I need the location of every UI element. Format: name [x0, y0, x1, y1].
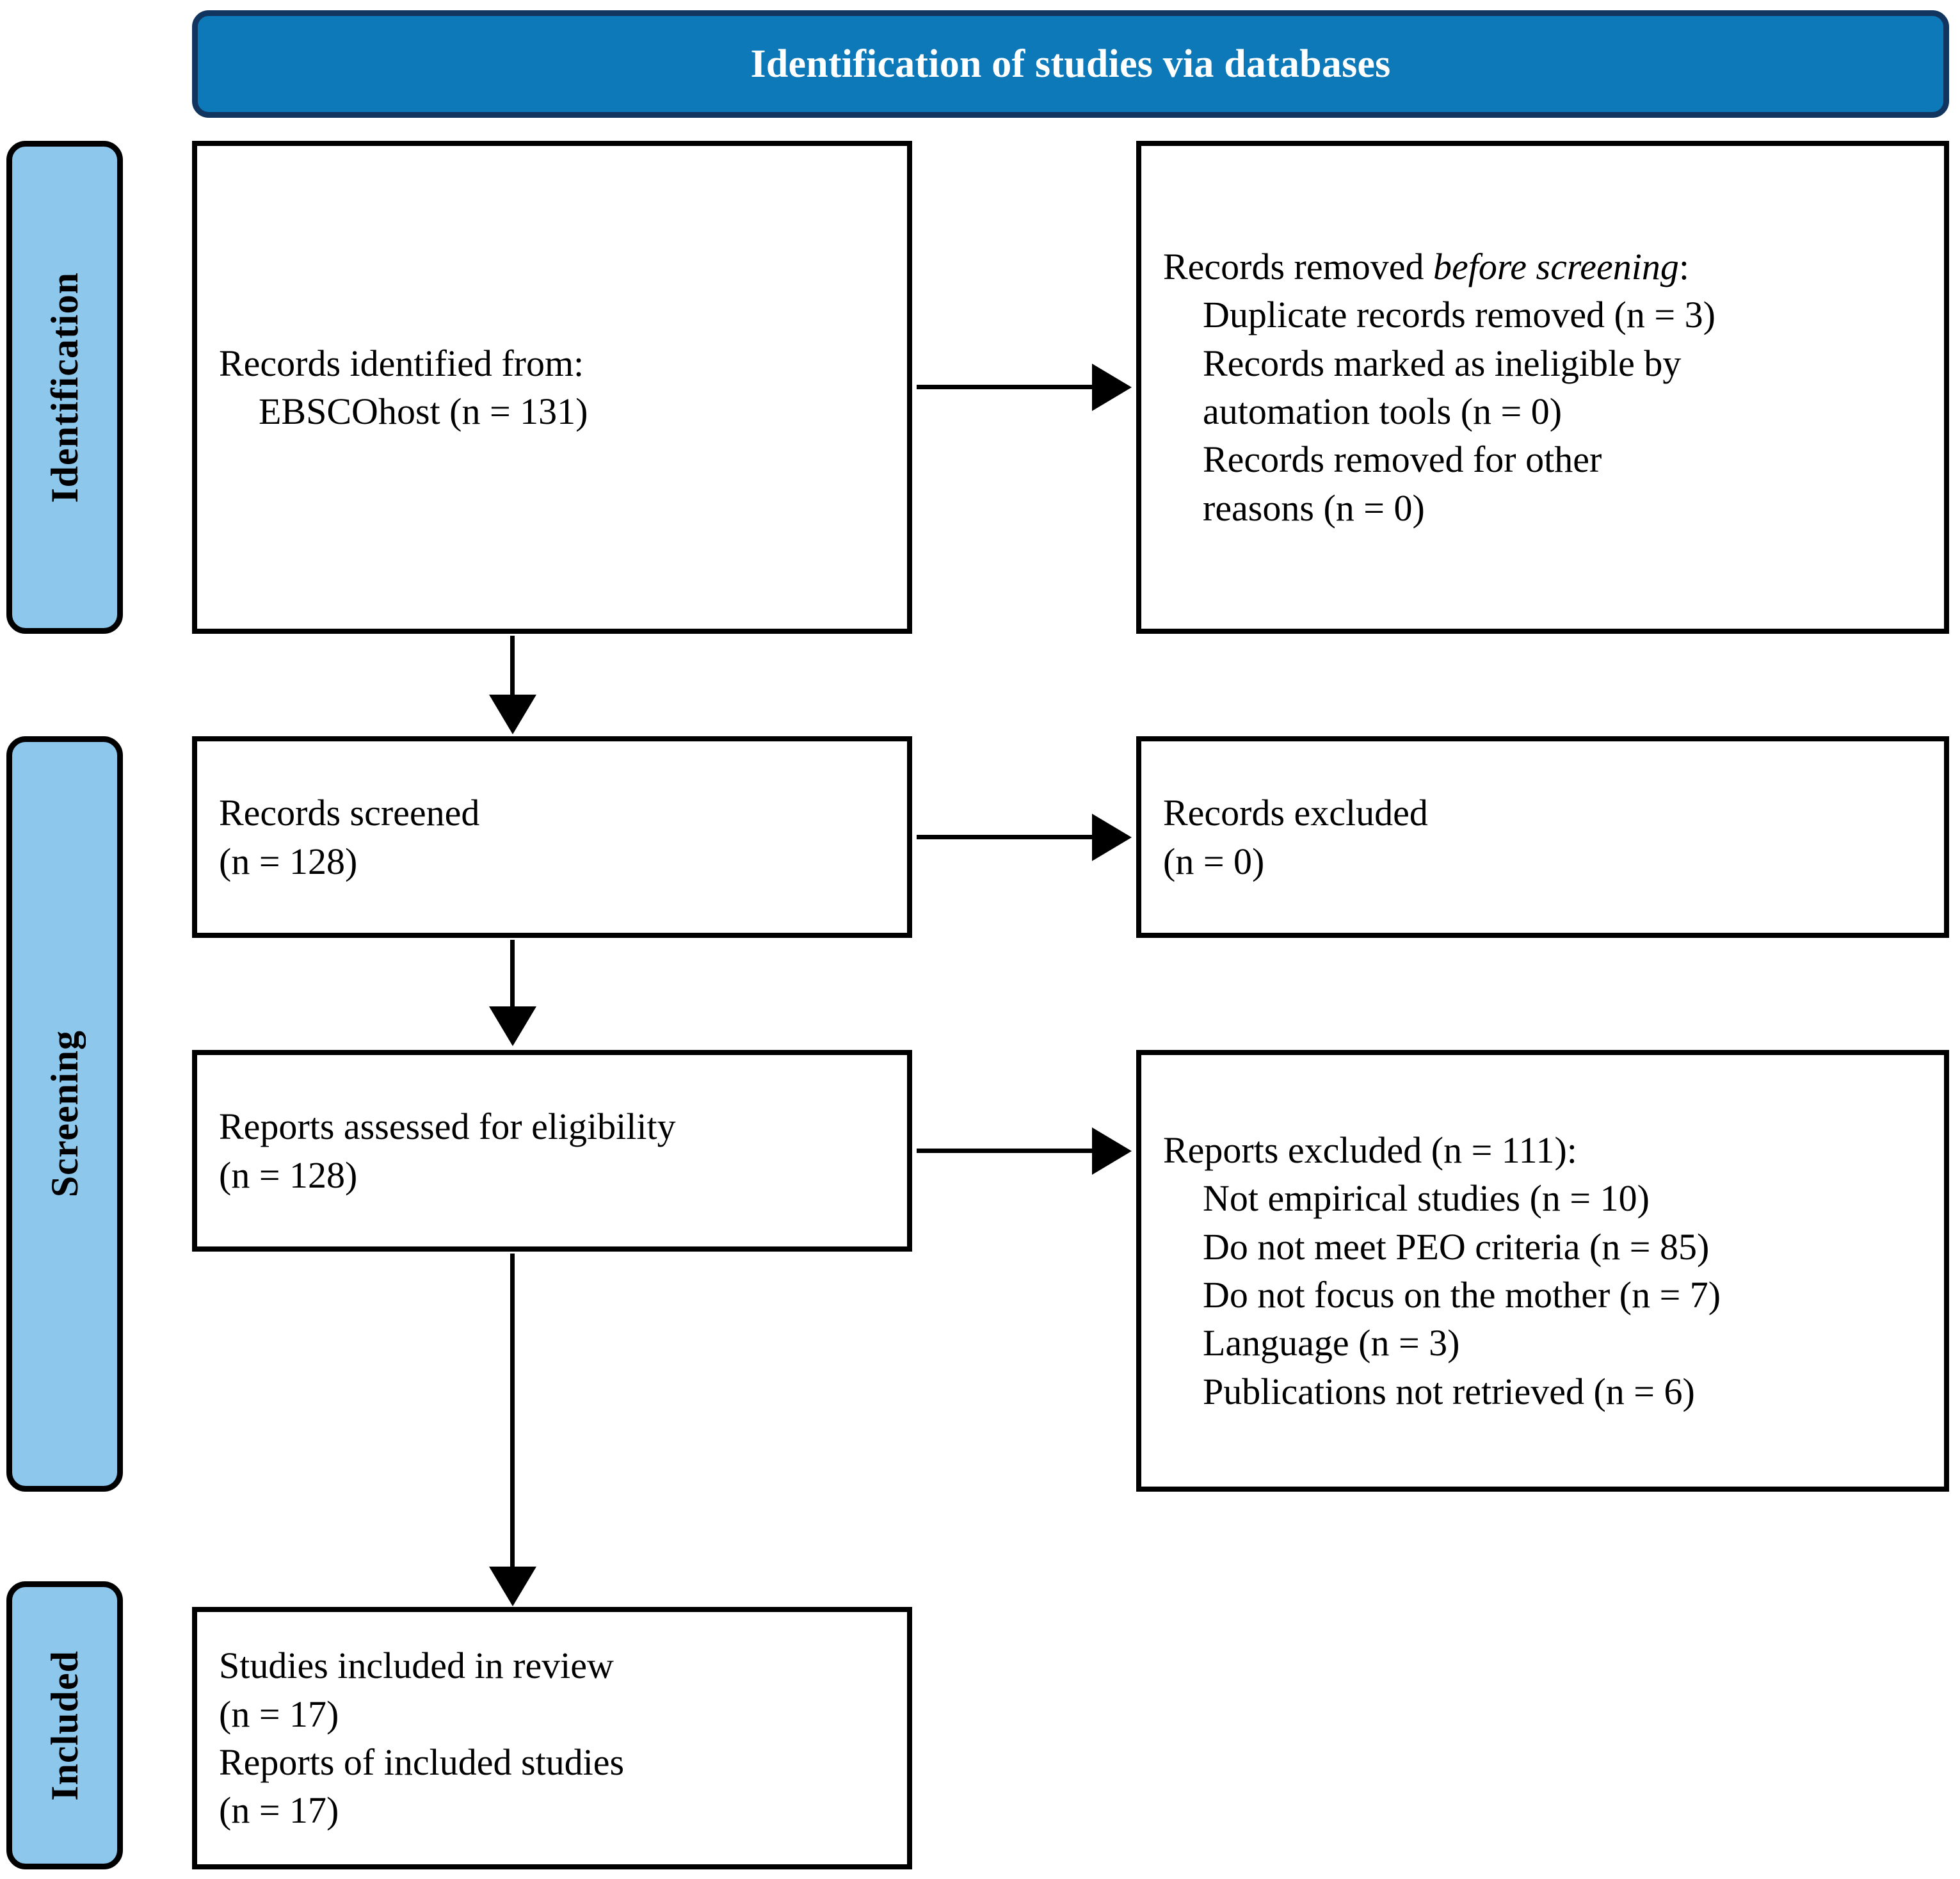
studies-included-line-4: (n = 17) [219, 1789, 339, 1832]
records-removed-item-5: reasons (n = 0) [1203, 487, 1425, 529]
records-screened-line-1: Records screened [219, 792, 480, 834]
reports-assessed-line-1: Reports assessed for eligibility [219, 1106, 676, 1148]
box-reports-excluded: Reports excluded (n = 111): Not empirica… [1136, 1050, 1949, 1492]
reports-excluded-heading: Reports excluded (n = 111): [1163, 1129, 1577, 1171]
reports-excluded-item-4: Language (n = 3) [1203, 1322, 1460, 1364]
records-removed-heading: Records removed before screening: [1163, 243, 1922, 291]
connector-identified-to-removed [917, 385, 1095, 389]
arrowhead-screened-to-excluded [1092, 814, 1132, 861]
records-removed-item-3: automation tools (n = 0) [1203, 391, 1562, 432]
stage-label-identification-text: Identification [43, 271, 86, 503]
stage-label-included-text: Included [43, 1650, 86, 1801]
box-reports-assessed-eligibility: Reports assessed for eligibility (n = 12… [192, 1050, 912, 1252]
studies-included-line-1: Studies included in review [219, 1645, 614, 1687]
arrowhead-identified-to-screened [489, 695, 536, 734]
records-identified-line-2: EBSCOhost (n = 131) [259, 391, 588, 432]
records-screened-line-2: (n = 128) [219, 840, 358, 882]
box-records-screened: Records screened (n = 128) [192, 736, 912, 938]
arrowhead-assessed-to-included [489, 1567, 536, 1606]
records-excluded-line-1: Records excluded [1163, 792, 1428, 834]
connector-assessed-to-reports-excluded [917, 1149, 1095, 1153]
reports-excluded-item-2: Do not meet PEO criteria (n = 85) [1203, 1225, 1710, 1268]
arrowhead-screened-to-assessed [489, 1006, 536, 1046]
box-studies-included: Studies included in review (n = 17) Repo… [192, 1607, 912, 1869]
connector-identified-to-screened [510, 636, 515, 700]
records-identified-line-1: Records identified from: [219, 342, 584, 384]
diagram-header-title: Identification of studies via databases [750, 42, 1391, 86]
records-removed-item-4: Records removed for other [1203, 439, 1602, 481]
records-removed-item-1: Duplicate records removed (n = 3) [1203, 294, 1715, 336]
arrowhead-assessed-to-reports-excluded [1092, 1127, 1132, 1175]
connector-screened-to-assessed [510, 940, 515, 1010]
reports-excluded-item-5: Publications not retrieved (n = 6) [1203, 1370, 1695, 1412]
stage-label-screening: Screening [6, 736, 123, 1492]
records-excluded-line-2: (n = 0) [1163, 840, 1265, 882]
stage-label-screening-text: Screening [43, 1030, 86, 1198]
reports-excluded-item-1: Not empirical studies (n = 10) [1203, 1177, 1650, 1220]
box-records-excluded: Records excluded (n = 0) [1136, 736, 1949, 938]
connector-screened-to-excluded [917, 835, 1095, 839]
reports-excluded-item-3: Do not focus on the mother (n = 7) [1203, 1274, 1721, 1316]
diagram-header-banner: Identification of studies via databases [192, 10, 1949, 118]
box-records-removed-before-screening: Records removed before screening: Duplic… [1136, 141, 1949, 634]
arrowhead-identified-to-removed [1092, 364, 1132, 411]
records-removed-item-2: Records marked as ineligible by [1203, 342, 1682, 384]
stage-label-included: Included [6, 1581, 123, 1869]
connector-assessed-to-included [510, 1254, 515, 1570]
records-removed-heading-suffix: : [1678, 245, 1689, 287]
records-removed-heading-italic: before screening [1433, 245, 1679, 287]
studies-included-line-2: (n = 17) [219, 1693, 339, 1735]
studies-included-line-3: Reports of included studies [219, 1741, 625, 1783]
records-removed-heading-prefix: Records removed [1163, 245, 1433, 287]
stage-label-identification: Identification [6, 141, 123, 634]
reports-assessed-line-2: (n = 128) [219, 1154, 358, 1196]
box-records-identified: Records identified from: EBSCOhost (n = … [192, 141, 912, 634]
